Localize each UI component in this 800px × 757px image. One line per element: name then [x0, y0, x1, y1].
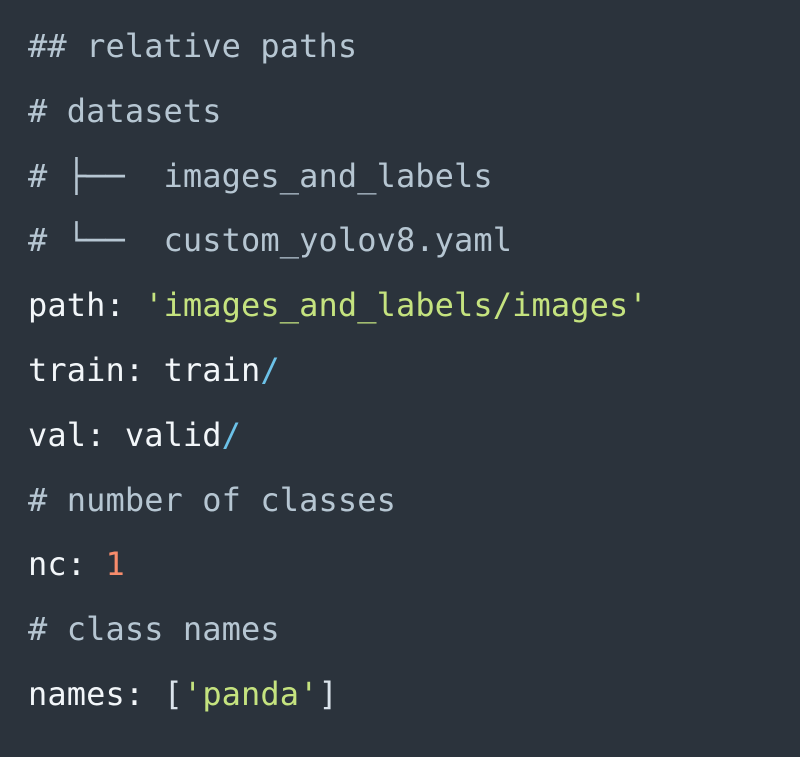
line-train: train: train/	[28, 338, 800, 403]
line-comment-tree-images-and-labels: # ├── images_and_labels	[28, 144, 800, 209]
token-comment: ## relative paths	[28, 27, 358, 65]
line-comment-relative-paths: ## relative paths	[28, 14, 800, 79]
token-string: 'panda'	[182, 674, 319, 713]
token-plain: valid	[105, 415, 222, 454]
token-key: train:	[28, 350, 145, 389]
token-string: 'images_and_labels/images'	[144, 286, 648, 325]
token-key: nc:	[28, 545, 87, 584]
token-operator: /	[260, 350, 280, 389]
token-comment: # class names	[28, 610, 280, 649]
token-key: names:	[28, 674, 145, 713]
token-punct: [	[163, 674, 183, 713]
token-plain	[86, 545, 105, 583]
token-plain	[144, 675, 163, 713]
token-plain	[125, 286, 144, 324]
token-operator: /	[221, 415, 242, 454]
line-comment-number-of-classes: # number of classes	[28, 468, 800, 533]
line-comment-tree-custom-yolov8-yaml: # └── custom_yolov8.yaml	[28, 208, 800, 273]
token-punct: ]	[318, 674, 338, 713]
token-plain: train	[144, 350, 261, 389]
line-comment-datasets: # datasets	[28, 79, 800, 144]
token-comment: # ├── images_and_labels	[28, 156, 493, 195]
token-comment: # └── custom_yolov8.yaml	[28, 221, 513, 260]
line-nc: nc: 1	[28, 532, 800, 597]
token-number: 1	[105, 545, 125, 584]
token-comment: # number of classes	[28, 480, 396, 519]
line-path: path: 'images_and_labels/images'	[28, 273, 800, 338]
token-key: val:	[28, 415, 106, 454]
line-val: val: valid/	[28, 403, 800, 468]
token-key: path:	[28, 286, 125, 325]
token-comment: # datasets	[28, 91, 222, 130]
line-names: names: ['panda']	[28, 662, 800, 727]
line-comment-class-names: # class names	[28, 597, 800, 662]
